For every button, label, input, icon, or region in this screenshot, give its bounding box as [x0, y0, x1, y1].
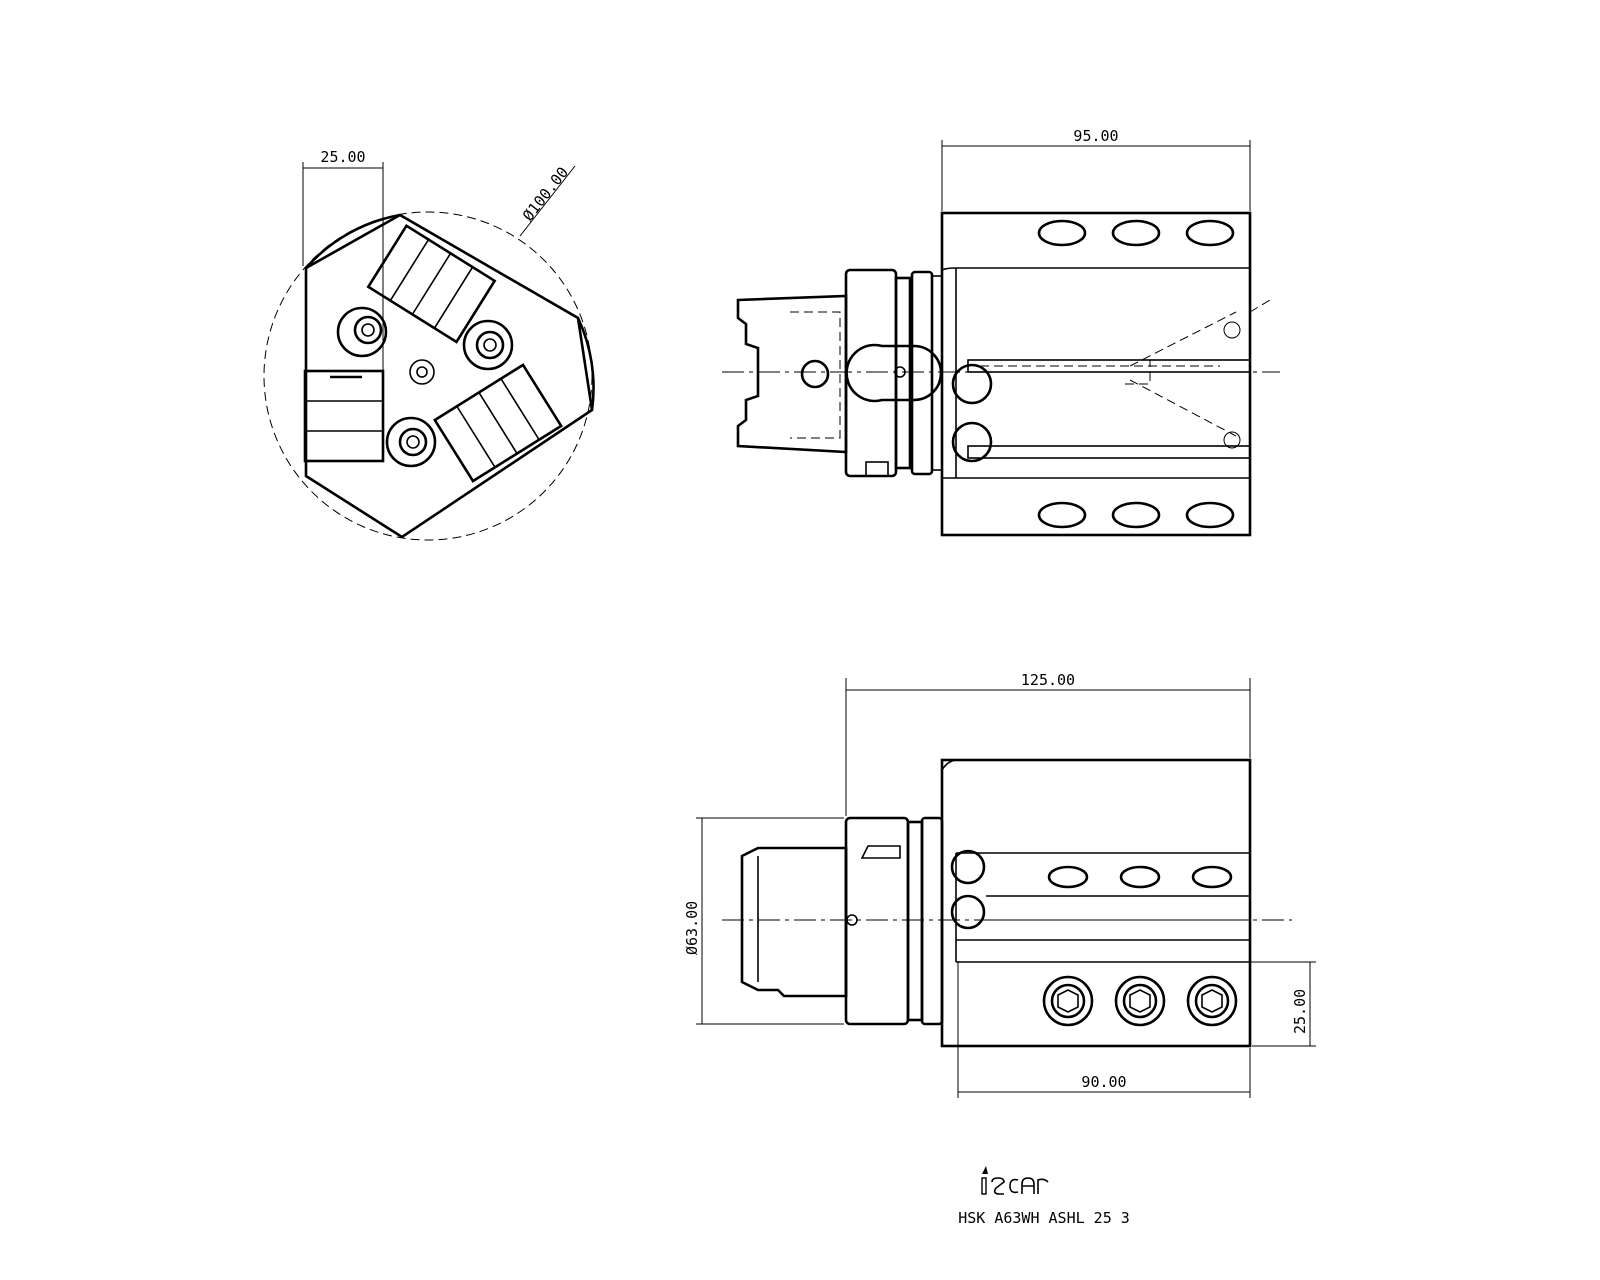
side-view-relief-lower: [950, 894, 986, 930]
top-view-collar-2: [910, 270, 934, 476]
top-view-slot-lower: [967, 445, 1251, 459]
coolant-nozzle-lower: [1223, 431, 1241, 449]
top-view-taper-hidden: [790, 311, 841, 439]
clamp-screw-2: [462, 319, 514, 371]
side-view-hole-2: [1119, 865, 1161, 889]
side-view-body-length-label: 90.00: [1081, 1073, 1126, 1091]
title-block: HSK A63WH ASHL 25 3: [958, 1166, 1130, 1227]
top-view-pin-hole: [800, 359, 830, 389]
top-view-hole-4: [1037, 501, 1087, 529]
side-view: 125.00 Ø63.00 25.00 90.00: [683, 671, 1316, 1098]
top-view-hole-2: [1111, 219, 1161, 247]
iscar-logo: [981, 1166, 1049, 1195]
hidden-channel-lower: [1129, 379, 1237, 437]
side-view-height-label: 25.00: [1291, 989, 1309, 1034]
diameter-leader: [519, 165, 576, 237]
top-view: 95.00: [722, 127, 1280, 537]
side-view-screw-2: [1114, 975, 1166, 1027]
coolant-nozzle-upper: [1223, 321, 1241, 339]
clamp-screw-3: [385, 416, 437, 468]
top-view-relief-upper: [951, 363, 993, 405]
end-view-offset-label: 25.00: [320, 148, 365, 166]
top-view-body: [940, 211, 1252, 537]
insert-block-top: [366, 223, 497, 344]
side-view-collar-2: [920, 816, 944, 1026]
top-view-hole-1: [1037, 219, 1087, 247]
insert-block-left: [303, 369, 385, 463]
end-view: 25.00 Ø100.00: [263, 148, 595, 541]
side-view-screw-1: [1042, 975, 1094, 1027]
top-view-hole-3: [1185, 219, 1235, 247]
top-view-collar-1: [894, 276, 912, 470]
top-view-hole-5: [1111, 501, 1161, 529]
side-view-body: [940, 758, 1252, 1048]
side-view-relief-upper: [950, 849, 986, 885]
top-view-relief-lower: [951, 421, 993, 463]
insert-block-right: [433, 363, 563, 483]
side-view-hole-3: [1191, 865, 1233, 889]
side-view-shank: [740, 846, 848, 998]
coolant-hole: [409, 359, 435, 385]
top-view-flange: [844, 268, 898, 478]
end-view-arc-top: [305, 213, 401, 269]
side-view-flange: [844, 816, 910, 1026]
clamp-screw-1: [336, 306, 388, 358]
top-view-hole-6: [1185, 501, 1235, 529]
end-view-diameter-label: Ø100.00: [519, 164, 572, 225]
end-view-arc-right: [576, 317, 595, 411]
side-view-hole-1: [1047, 865, 1089, 889]
top-view-length-label: 95.00: [1073, 127, 1118, 145]
part-number: HSK A63WH ASHL 25 3: [958, 1209, 1130, 1227]
top-view-taper: [736, 294, 848, 454]
side-view-screw-3: [1186, 975, 1238, 1027]
hidden-channel-upper: [1129, 311, 1237, 367]
side-view-collar-1: [906, 820, 924, 1022]
side-view-shank-diameter-label: Ø63.00: [683, 901, 701, 955]
side-view-total-length-label: 125.00: [1021, 671, 1075, 689]
top-view-nose: [845, 343, 943, 403]
